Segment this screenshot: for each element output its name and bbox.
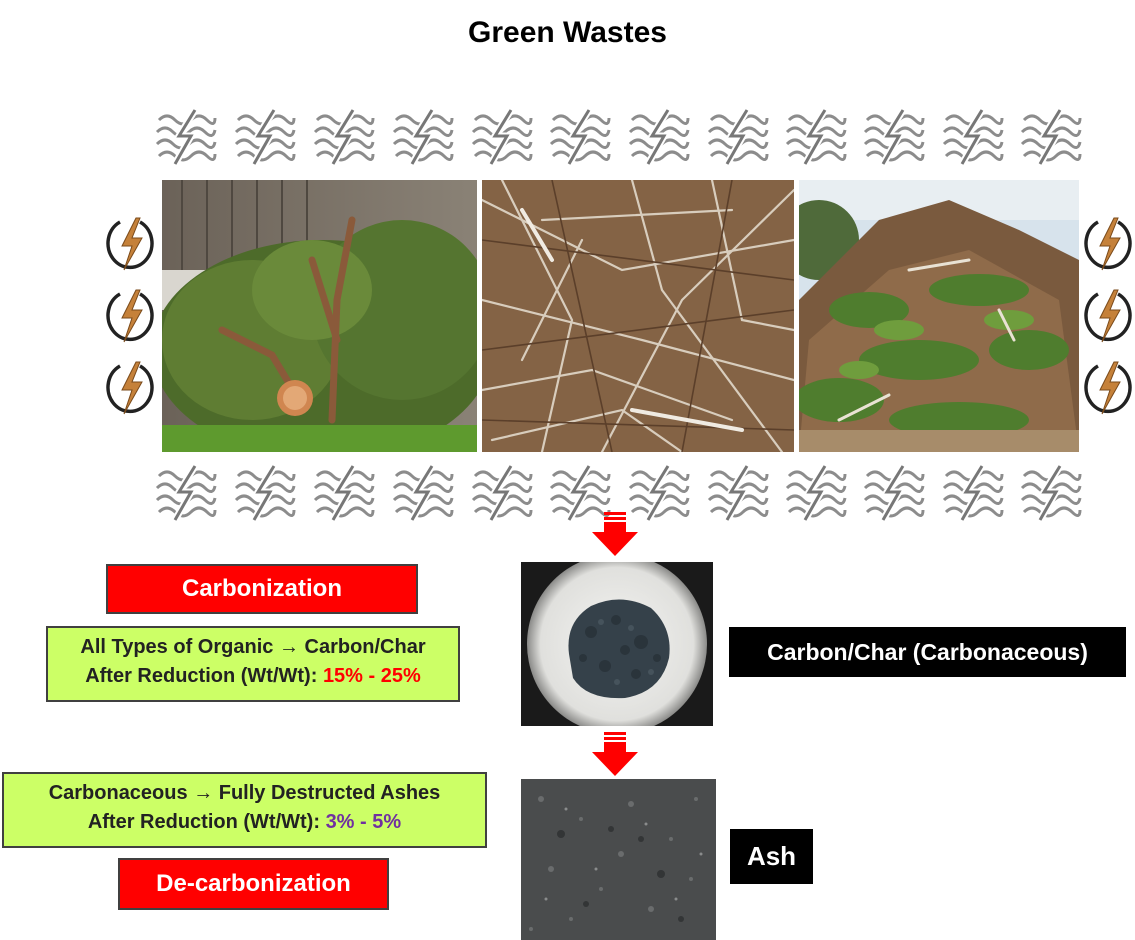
decarbonization-arrow: → (193, 782, 214, 804)
wave-icon (313, 462, 375, 522)
decarbonization-info-box: Carbonaceous → Fully Destructed Ashes Af… (2, 772, 487, 848)
wave-icon (1020, 106, 1082, 166)
wave-icon (234, 106, 296, 166)
wave-icon (707, 106, 769, 166)
carbonization-line-1: All Types of Organic → Carbon/Char (48, 633, 458, 662)
tree-trimmings-photo (162, 180, 477, 452)
lightning-bolt-icon (106, 358, 154, 418)
carbonization-reduction-range: 15% - 25% (322, 665, 421, 687)
ash-output-label: Ash (730, 829, 813, 884)
wave-icon (863, 106, 925, 166)
wave-icon (155, 462, 217, 522)
green-waste-pile-photo (799, 180, 1079, 452)
decarbonization-label: De-carbonization (118, 858, 389, 910)
carbonization-arrow: → (278, 636, 299, 658)
wave-icon (785, 106, 847, 166)
wave-icon (471, 462, 533, 522)
wave-icon (155, 106, 217, 166)
wave-icon (863, 462, 925, 522)
wave-icon (942, 462, 1004, 522)
lightning-bolt-icon (1084, 358, 1132, 418)
carbonization-info-box: All Types of Organic → Carbon/Char After… (46, 626, 460, 702)
wave-icon (628, 106, 690, 166)
decarbonization-input: Carbonaceous (48, 782, 188, 804)
diagram-title: Green Wastes (468, 16, 667, 49)
wave-icon (942, 106, 1004, 166)
carbonization-output: Carbon/Char (304, 636, 426, 658)
carbonization-label: Carbonization (106, 564, 418, 614)
decarbonization-line-1: Carbonaceous → Fully Destructed Ashes (4, 779, 485, 808)
dry-branches-photo (482, 180, 794, 452)
lightning-bolt-icon (106, 286, 154, 346)
wave-icon (392, 462, 454, 522)
wave-icon (707, 462, 769, 522)
wave-icon (234, 462, 296, 522)
carbonization-reduction-prefix: After Reduction (Wt/Wt): (85, 665, 318, 687)
char-powder-photo (521, 562, 713, 726)
lightning-bolt-icon (106, 214, 154, 274)
wave-icon (392, 106, 454, 166)
char-output-label: Carbon/Char (Carbonaceous) (729, 627, 1126, 677)
lightning-bolt-icon (1084, 286, 1132, 346)
decarbonization-reduction-range: 3% - 5% (325, 811, 402, 833)
carbonization-input: All Types of Organic (80, 636, 274, 658)
decarbonization-output: Fully Destructed Ashes (218, 782, 441, 804)
down-arrow-icon (592, 732, 638, 776)
decarbonization-reduction-prefix: After Reduction (Wt/Wt): (87, 811, 320, 833)
decarbonization-line-2: After Reduction (Wt/Wt): 3% - 5% (4, 808, 485, 837)
wave-icon (549, 106, 611, 166)
wave-icon (785, 462, 847, 522)
carbonization-line-2: After Reduction (Wt/Wt): 15% - 25% (48, 662, 458, 691)
ash-photo (521, 779, 716, 940)
down-arrow-icon (592, 512, 638, 556)
wave-icon (471, 106, 533, 166)
wave-icon (313, 106, 375, 166)
lightning-bolt-icon (1084, 214, 1132, 274)
wave-icon (1020, 462, 1082, 522)
